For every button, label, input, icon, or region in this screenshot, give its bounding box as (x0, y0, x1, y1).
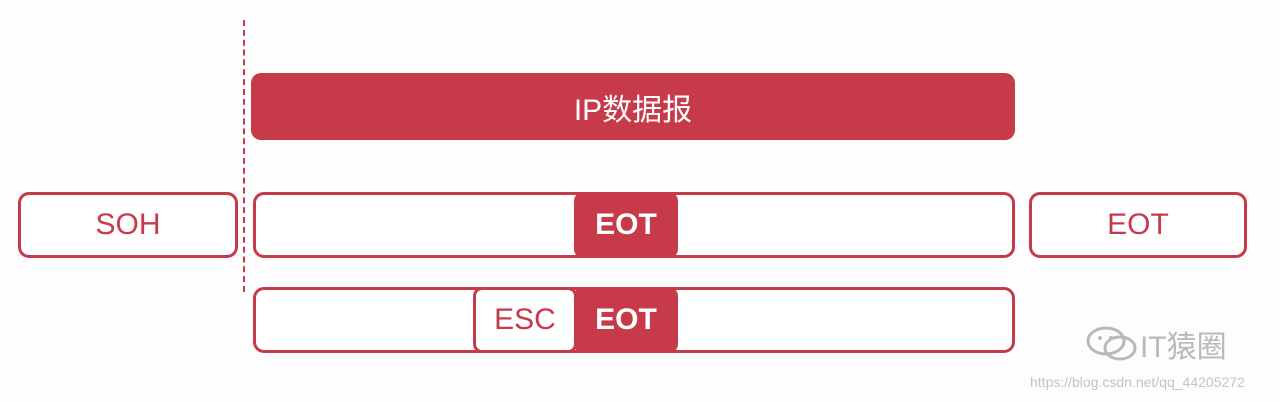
data-row-frame: EOT (253, 192, 1015, 258)
esc-label: ESC (494, 303, 556, 336)
watermark-brand: IT猿圈 (1140, 331, 1227, 364)
watermark-url: https://blog.csdn.net/qq_44205272 (1030, 374, 1245, 390)
eot-box: EOT (1029, 192, 1247, 258)
embedded-eot-label: EOT (595, 208, 657, 241)
soh-box: SOH (18, 192, 238, 258)
soh-label: SOH (95, 208, 161, 241)
watermark-logo: IT猿圈 (1084, 324, 1274, 364)
escaped-eot-segment: EOT (574, 287, 678, 353)
esc-segment: ESC (473, 287, 577, 353)
escaped-eot-label: EOT (595, 303, 657, 336)
escaped-row-frame: ESC EOT (253, 287, 1015, 353)
frame-start-divider (243, 20, 245, 292)
embedded-eot-segment: EOT (574, 192, 678, 258)
ip-datagram-label: IP数据报 (573, 93, 693, 127)
ip-datagram-bar: IP数据报 (251, 73, 1015, 140)
wechat-icon (1086, 326, 1137, 361)
eot-label: EOT (1107, 208, 1169, 241)
